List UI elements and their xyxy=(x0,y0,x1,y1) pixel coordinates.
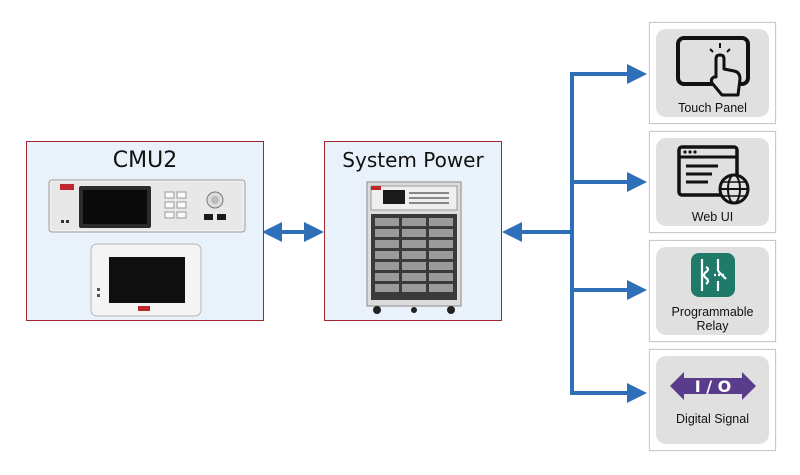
io-icon-text: I / O xyxy=(695,377,732,396)
digital-signal-label: Digital Signal xyxy=(676,412,749,426)
io-icon: I / O xyxy=(670,372,756,400)
touch-panel-label: Touch Panel xyxy=(678,101,747,115)
output-card-digital-signal: I / O Digital Signal xyxy=(649,349,776,451)
system-power-title: System Power xyxy=(342,148,484,172)
cmu2-block: CMU2 xyxy=(26,141,264,321)
output-card-touch-panel: Touch Panel xyxy=(649,22,776,124)
system-power-cabinet-illustration xyxy=(366,181,462,314)
cmu2-devices-illustration xyxy=(48,179,246,317)
power-cabinet xyxy=(366,181,462,314)
system-power-block: System Power xyxy=(324,141,502,321)
web-ui-label: Web UI xyxy=(691,210,734,224)
programmable-relay-label-line2: Relay xyxy=(696,319,729,333)
output-card-web-ui: Web UI xyxy=(649,131,776,233)
cmu2-title: CMU2 xyxy=(112,148,178,173)
touch-panel-device xyxy=(90,243,202,317)
web-ui-icon xyxy=(677,145,750,205)
rack-controller-unit xyxy=(48,179,246,233)
output-card-programmable-relay: Programmable Relay xyxy=(649,240,776,342)
touch-panel-icon xyxy=(676,36,750,97)
relay-icon xyxy=(691,253,735,297)
programmable-relay-label-line1: Programmable xyxy=(671,305,754,319)
